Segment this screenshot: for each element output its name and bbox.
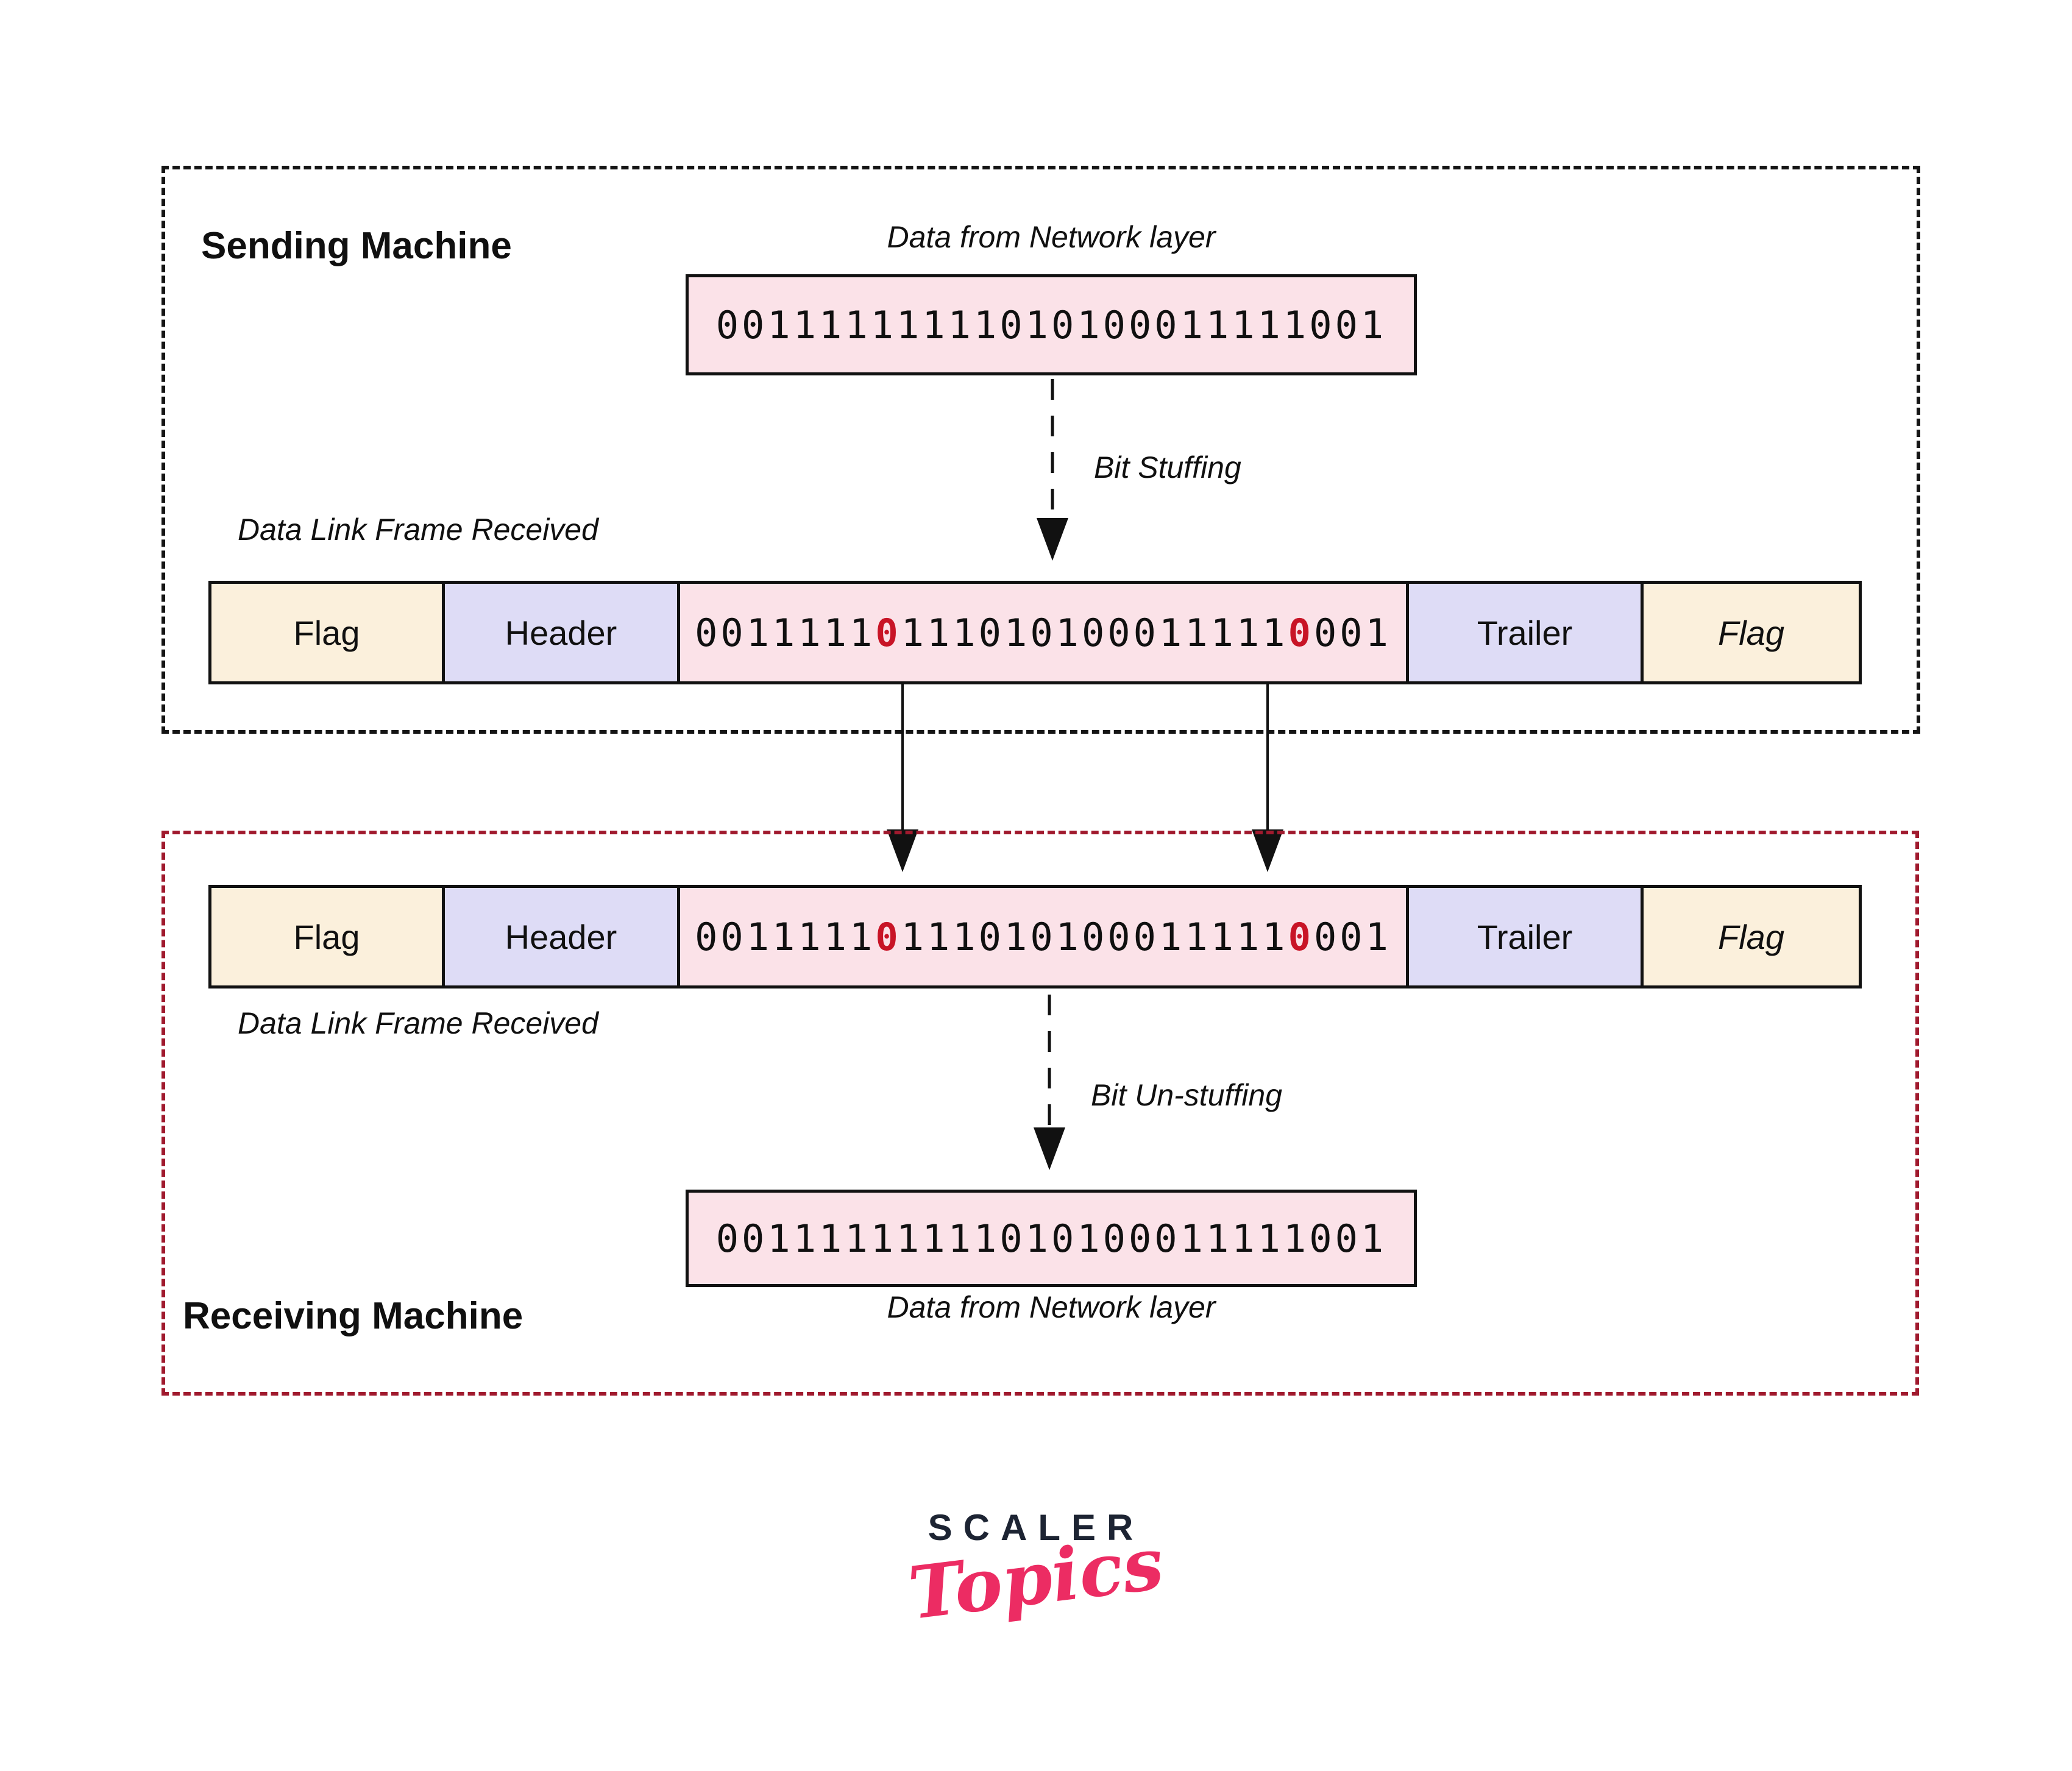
data-bits: 0011111 [695, 914, 876, 959]
receiving-trailer-cell: Trailer [1406, 885, 1644, 988]
transfer-arrow-right [1252, 684, 1283, 872]
sending-flag-start-cell: Flag [208, 581, 445, 684]
receiving-machine-box [161, 831, 1919, 1396]
data-bits: 001 [1313, 914, 1391, 959]
receiving-network-data-bits: 00111111111010100011111001 [715, 1216, 1387, 1261]
receiving-data-cell: 001111101110101000111110001 [677, 885, 1409, 988]
sending-machine-title: Sending Machine [201, 225, 512, 267]
stuffed-bit: 0 [875, 610, 901, 655]
data-bits: 001 [1313, 610, 1391, 655]
sending-data-cell: 001111101110101000111110001 [677, 581, 1409, 684]
sending-trailer-cell: Trailer [1406, 581, 1644, 684]
transfer-arrow-left [887, 684, 918, 872]
data-bits: 111010100011111 [901, 610, 1288, 655]
receiving-frame-row: Flag Header 001111101110101000111110001 … [208, 885, 1862, 988]
sending-network-data-box: 00111111111010100011111001 [686, 274, 1417, 375]
sending-frame-row: Flag Header 001111101110101000111110001 … [208, 581, 1862, 684]
stuffed-bit: 0 [1288, 914, 1314, 959]
receiving-network-data-box: 00111111111010100011111001 [686, 1190, 1417, 1287]
sending-network-data-label: Data from Network layer [887, 220, 1216, 254]
stuffed-bit: 0 [875, 914, 901, 959]
bit-unstuffing-arrow [1034, 995, 1065, 1170]
sending-network-data-bits: 00111111111010100011111001 [715, 302, 1387, 347]
sending-header-cell: Header [442, 581, 680, 684]
data-bits: 111010100011111 [901, 914, 1288, 959]
receiving-flag-start-cell: Flag [208, 885, 445, 988]
bit-stuffing-label: Bit Stuffing [1094, 450, 1241, 484]
data-bits: 0011111 [695, 610, 876, 655]
sending-flag-end-cell: Flag [1641, 581, 1862, 684]
scaler-logo-brand: SCALER [928, 1507, 1144, 1548]
receiving-header-cell: Header [442, 885, 680, 988]
receiving-flag-end-cell: Flag [1641, 885, 1862, 988]
receiving-network-data-label: Data from Network layer [887, 1290, 1216, 1324]
bit-unstuffing-label: Bit Un-stuffing [1091, 1078, 1283, 1112]
receiving-frame-label: Data Link Frame Received [238, 1006, 598, 1040]
stuffed-bit: 0 [1288, 610, 1314, 655]
receiving-machine-title: Receiving Machine [183, 1295, 523, 1337]
sending-frame-label: Data Link Frame Received [238, 513, 598, 547]
bit-stuffing-arrow [1037, 379, 1068, 561]
sending-machine-box [161, 166, 1920, 734]
